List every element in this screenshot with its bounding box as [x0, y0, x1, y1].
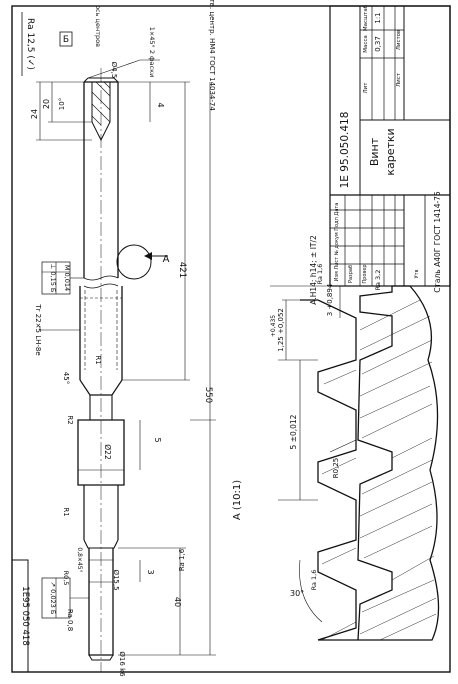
part-title-line1: Винт — [368, 137, 381, 166]
mass-header: Масса — [363, 35, 369, 53]
part-title-line2: каретки — [384, 128, 397, 175]
dim-d22: Ø22 — [103, 444, 112, 460]
detail-r025: R0,25 — [332, 458, 340, 478]
dim-550: 550 — [203, 387, 213, 403]
dim-d16: Ø16 k6 — [118, 651, 126, 677]
dimension-labels: 24 20 10° Ø4,5 4 421 550 5 Ø22 R1 R2 45°… — [25, 0, 318, 677]
detail-label: A (10:1) — [232, 480, 243, 520]
detail-tol-up: +0,435 — [270, 315, 277, 337]
dim-r1a: R1 — [94, 355, 102, 364]
scale-value: 1:1 — [374, 12, 382, 23]
detail-ra32: Ra 3,2 — [374, 270, 382, 291]
dim-chamfer: 0,8×45° — [76, 547, 83, 572]
dim-10deg: 10° — [58, 98, 66, 110]
tol-frame-top: ⊥ 0,15 Б — [49, 264, 57, 293]
dim-40: 40 — [173, 597, 182, 607]
tolerance-note: А.Н14; h14; ± IT/2 — [309, 235, 318, 305]
doc-number: 1E 95.050.418 — [339, 112, 351, 189]
material-spec: Сталь А40Г ГОСТ 1414-75 — [433, 191, 442, 293]
detail-ra16-left: Ra 1,6 — [310, 570, 318, 591]
dim-r05: R0,5 — [62, 571, 70, 586]
datum-b: Б — [63, 35, 69, 45]
tol-frame-bottom: ↗ 0,023 Б — [49, 582, 57, 615]
stamp-row-1: Разраб — [348, 265, 354, 283]
thread-spec: Тr 22×5 LH-8e — [34, 303, 42, 355]
lit-header: Лит — [363, 82, 369, 94]
screw-view — [77, 68, 168, 672]
view-marker-a: A — [163, 254, 170, 265]
chamfer-note: 1×45° 2 фаски — [148, 27, 156, 78]
dim-5: 5 — [153, 437, 162, 442]
sheet-label: Лист — [396, 72, 402, 87]
stamp-row-0: Изм Лист № докум Подп Дата — [334, 203, 340, 282]
detail-angle-30: 30° — [290, 589, 304, 598]
dim-r2: R2 — [66, 415, 74, 424]
detail-a-view: A (10:1) 5 ±0,012 1,25 +0,052 +0,435 3 +… — [232, 264, 440, 641]
dim-4: 4 — [156, 102, 165, 107]
detail-pitch: 5 ±0,012 — [289, 414, 298, 449]
sheet-frame — [11, 5, 451, 673]
dim-d155: Ø15,5 — [112, 569, 120, 590]
roughness-ra08: Ra 0,8 — [66, 609, 74, 631]
sheets-label: Листов — [396, 30, 402, 51]
dim-20: 20 — [42, 99, 51, 109]
dim-r1b: R1 — [62, 507, 70, 516]
dim-45deg: 45° — [62, 372, 70, 384]
center-hole-note: Отв. центр. НМ4 ГОСТ 14034-74 — [208, 0, 216, 111]
dim-24: 24 — [30, 109, 39, 119]
scale-header: Масштаб — [363, 4, 369, 31]
title-block: 1E 95.050.418 Винт каретки Сталь А40Г ГО… — [329, 4, 451, 293]
mass-value: 0,37 — [374, 36, 382, 52]
dim-3: 3 — [146, 569, 155, 574]
tol-frame-top-2: М 0,014 — [63, 265, 71, 291]
detail-half-pitch: 1,25 +0,052 — [277, 308, 285, 352]
roughness-general: Ra 12,5 (✓) — [25, 18, 35, 70]
dim-421: 421 — [177, 262, 187, 278]
stamp-row-3: Утв — [414, 269, 420, 278]
axis-label: ось центров — [94, 5, 102, 47]
detail-ra16-top: Ra 1,6 — [316, 264, 324, 285]
stamp-row-2: Провер — [362, 264, 368, 283]
dim-d45: Ø4,5 — [110, 62, 118, 79]
doc-number-corner: 1E95 050 418 — [20, 586, 30, 645]
detail-depth: 3 +0,894 — [326, 283, 334, 316]
dimension-lines — [36, 59, 216, 656]
roughness-ra16-a: Ra 1,6 — [178, 548, 186, 571]
